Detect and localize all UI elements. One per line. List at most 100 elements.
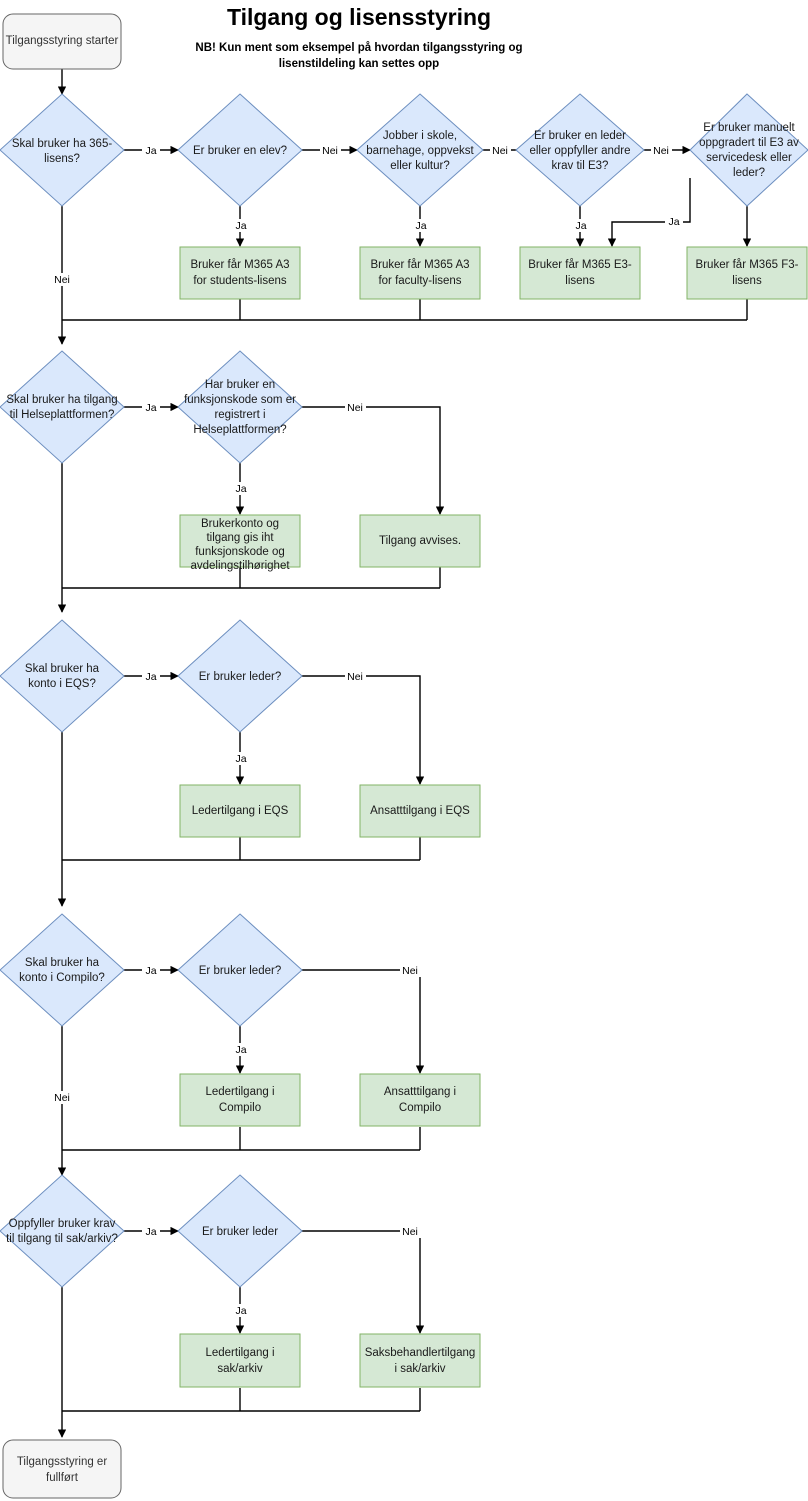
edge-label-compilo-no: Nei: [54, 1092, 70, 1104]
edge-label-ledere3-no: Nei: [653, 145, 669, 157]
node-ledertilgang-i-sak-arkiv[interactable]: Ledertilgang i sak/arkiv: [179, 1333, 301, 1388]
process-shape[interactable]: [686, 246, 808, 300]
decision-label-line-1: Jobber i skole,: [383, 130, 457, 142]
decision-shape[interactable]: [177, 93, 303, 207]
label-bg: [142, 670, 160, 683]
process-label-line-2: for faculty-lisens: [378, 275, 461, 287]
process-label-line-4: avdelingstilhørighet: [190, 560, 290, 572]
node-ledertilgang-i-eqs[interactable]: Ledertilgang i EQS: [179, 784, 301, 838]
process-shape[interactable]: [359, 246, 481, 300]
node-ledertilgang-i-compilo[interactable]: Ledertilgang i Compilo: [179, 1073, 301, 1127]
decision-label-line-1: Skal bruker ha tilgang: [6, 394, 117, 406]
label-bg: [232, 1043, 250, 1056]
decision-label-line-3: registrert i: [214, 409, 265, 421]
decision-shape[interactable]: [177, 619, 303, 733]
edge-label-elev-yes: Ja: [235, 220, 246, 232]
process-shape[interactable]: [179, 1073, 301, 1127]
end-shape[interactable]: [2, 1439, 122, 1499]
node-tilgang-avvises[interactable]: Tilgang avvises.: [359, 514, 481, 568]
node-ansatttilgang-i-eqs[interactable]: Ansatttilgang i EQS: [359, 784, 481, 838]
process-shape[interactable]: [359, 1073, 481, 1127]
node-er-bruker-leder-eqs[interactable]: Er bruker leder?: [177, 619, 303, 733]
node-er-bruker-leder-sak-arkiv[interactable]: Er bruker leder: [177, 1174, 303, 1288]
node-skal-bruker-ha-konto-i-eqs[interactable]: Skal bruker ha konto i EQS?: [0, 619, 125, 733]
decision-shape[interactable]: [0, 350, 125, 464]
node-end[interactable]: Tilgangsstyring er fullført: [2, 1439, 122, 1499]
decision-shape[interactable]: [177, 1174, 303, 1288]
node-skal-bruker-ha-tilgang-helseplattformen[interactable]: Skal bruker ha tilgang til Helseplattfor…: [0, 350, 125, 464]
process-shape[interactable]: [179, 514, 301, 568]
process-label-line-1: Ledertilgang i: [205, 1086, 274, 1098]
process-label-line-2: tilgang gis iht: [206, 532, 274, 544]
decision-label-line-1: Er bruker leder?: [199, 965, 281, 977]
node-bruker-far-m365-f3[interactable]: Bruker får M365 F3- lisens: [686, 246, 808, 300]
node-er-bruker-manuelt-oppgradert-til-e3[interactable]: Er bruker manuelt oppgradert til E3 av s…: [689, 93, 808, 207]
edge-label-skole-yes: Ja: [415, 220, 426, 232]
decision-label-line-4: Helseplattformen?: [193, 424, 286, 436]
decision-shape[interactable]: [0, 93, 125, 207]
decision-label-line-2: konto i Compilo?: [19, 972, 105, 984]
edge-label-manuelt-yes: Ja: [668, 216, 679, 228]
label-bg: [232, 219, 250, 232]
decision-shape[interactable]: [177, 913, 303, 1027]
edge-label-365-no: Nei: [54, 274, 70, 286]
decision-shape[interactable]: [177, 350, 303, 464]
decision-label-line-2: lisens?: [44, 153, 80, 165]
node-brukerkonto-og-tilgang-gis[interactable]: Brukerkonto og tilgang gis iht funksjons…: [179, 514, 301, 572]
edge-label-365-yes: Ja: [145, 145, 156, 157]
process-shape[interactable]: [519, 246, 641, 300]
decision-shape[interactable]: [0, 913, 125, 1027]
node-er-bruker-en-leder-krav-til-e3[interactable]: Er bruker en leder eller oppfyller andre…: [515, 93, 645, 207]
decision-label-line-2: barnehage, oppvekst: [366, 145, 474, 157]
node-bruker-far-m365-a3-faculty[interactable]: Bruker får M365 A3 for faculty-lisens: [359, 246, 481, 300]
label-bg: [232, 482, 250, 495]
process-shape[interactable]: [179, 1333, 301, 1388]
label-bg: [490, 144, 511, 157]
edge-label-compiloleder-no: Nei: [402, 965, 418, 977]
end-label-line-1: Tilgangsstyring er: [17, 1456, 108, 1468]
edge-manuelt-yes-to-e3: [607, 178, 691, 247]
node-bruker-far-m365-e3[interactable]: Bruker får M365 E3- lisens: [519, 246, 641, 300]
edge-label-funk-yes: Ja: [235, 483, 246, 495]
decision-label-line-1: Er bruker manuelt: [703, 122, 795, 134]
decision-label-line-1: Skal bruker ha 365-: [12, 138, 113, 150]
node-skal-bruker-ha-konto-i-compilo[interactable]: Skal bruker ha konto i Compilo?: [0, 913, 125, 1027]
process-shape[interactable]: [179, 784, 301, 838]
decision-shape[interactable]: [515, 93, 645, 207]
process-shape[interactable]: [179, 246, 301, 300]
decision-label-line-3: servicedesk eller: [706, 152, 792, 164]
process-shape[interactable]: [359, 784, 481, 838]
label-bg: [142, 401, 160, 414]
process-label-line-1: Ledertilgang i: [205, 1347, 274, 1359]
node-er-bruker-en-elev[interactable]: Er bruker en elev?: [177, 93, 303, 207]
node-jobber-i-skole-barnehage-oppvekst-kultur[interactable]: Jobber i skole, barnehage, oppvekst elle…: [356, 93, 484, 207]
node-start[interactable]: Tilgangsstyring starter: [2, 13, 122, 70]
node-er-bruker-leder-compilo[interactable]: Er bruker leder?: [177, 913, 303, 1027]
decision-shape[interactable]: [356, 93, 484, 207]
decision-shape[interactable]: [689, 93, 808, 207]
node-har-bruker-funksjonskode-registrert[interactable]: Har bruker en funksjonskode som er regis…: [177, 350, 303, 464]
process-label-line-2: lisens: [565, 275, 595, 287]
node-skal-bruker-ha-365-lisens[interactable]: Skal bruker ha 365- lisens?: [0, 93, 125, 207]
decision-shape[interactable]: [0, 1174, 125, 1288]
edge-label-ledere3-yes: Ja: [575, 220, 586, 232]
decision-label-line-2: til tilgang til sak/arkiv?: [6, 1233, 118, 1245]
label-bg: [232, 1304, 250, 1317]
process-label-line-1: Tilgang avvises.: [379, 535, 461, 547]
edge-label-funk-no: Nei: [347, 402, 363, 414]
process-shape[interactable]: [359, 514, 481, 568]
process-label-line-1: Bruker får M365 F3-: [696, 259, 799, 271]
label-bg: [142, 1225, 160, 1238]
label-bg: [400, 1225, 421, 1238]
edge-label-sakarkivleder-yes: Ja: [235, 1305, 246, 1317]
edge-sakarkivleder-no: [302, 1230, 425, 1334]
label-bg: [52, 273, 73, 286]
process-shape[interactable]: [359, 1333, 481, 1388]
node-oppfyller-bruker-krav-sak-arkiv[interactable]: Oppfyller bruker krav til tilgang til sa…: [0, 1174, 125, 1288]
node-saksbehandlertilgang-i-sak-arkiv[interactable]: Saksbehandlertilgang i sak/arkiv: [359, 1333, 481, 1388]
decision-label-line-2: funksjonskode som er: [184, 394, 296, 406]
start-shape[interactable]: [2, 13, 122, 70]
node-ansatttilgang-i-compilo[interactable]: Ansatttilgang i Compilo: [359, 1073, 481, 1127]
node-bruker-far-m365-a3-students[interactable]: Bruker får M365 A3 for students-lisens: [179, 246, 301, 300]
decision-shape[interactable]: [0, 619, 125, 733]
